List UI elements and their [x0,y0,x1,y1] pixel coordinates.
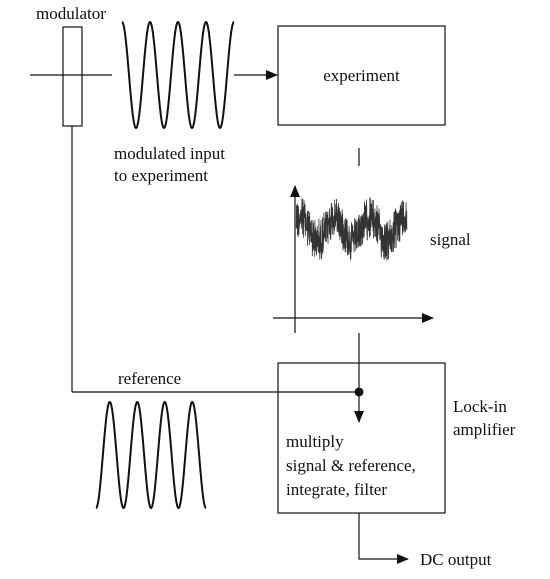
reference-wave [95,400,207,510]
noisy-signal-trace [295,197,408,261]
lockin-label-2: amplifier [453,420,516,439]
process-label-1: multiply [286,432,344,451]
modulated-input-label-2: to experiment [114,166,208,185]
junction-dot [354,387,364,397]
dc-output-arrow [358,513,409,564]
process-label-3: integrate, filter [286,480,387,499]
reference-label: reference [118,369,181,388]
lockin-label-1: Lock-in [453,397,507,416]
modulated-input-wave [121,20,235,130]
lockin-box [277,362,446,514]
modulator-box [62,26,83,127]
experiment-label: experiment [323,66,400,85]
modulator-label: modulator [36,4,106,23]
process-label-2: signal & reference, [286,456,416,475]
dc-output-label: DC output [420,550,492,569]
experiment-box [277,25,446,126]
signal-label: signal [430,230,471,249]
modulated-input-label-1: modulated input [114,144,225,163]
